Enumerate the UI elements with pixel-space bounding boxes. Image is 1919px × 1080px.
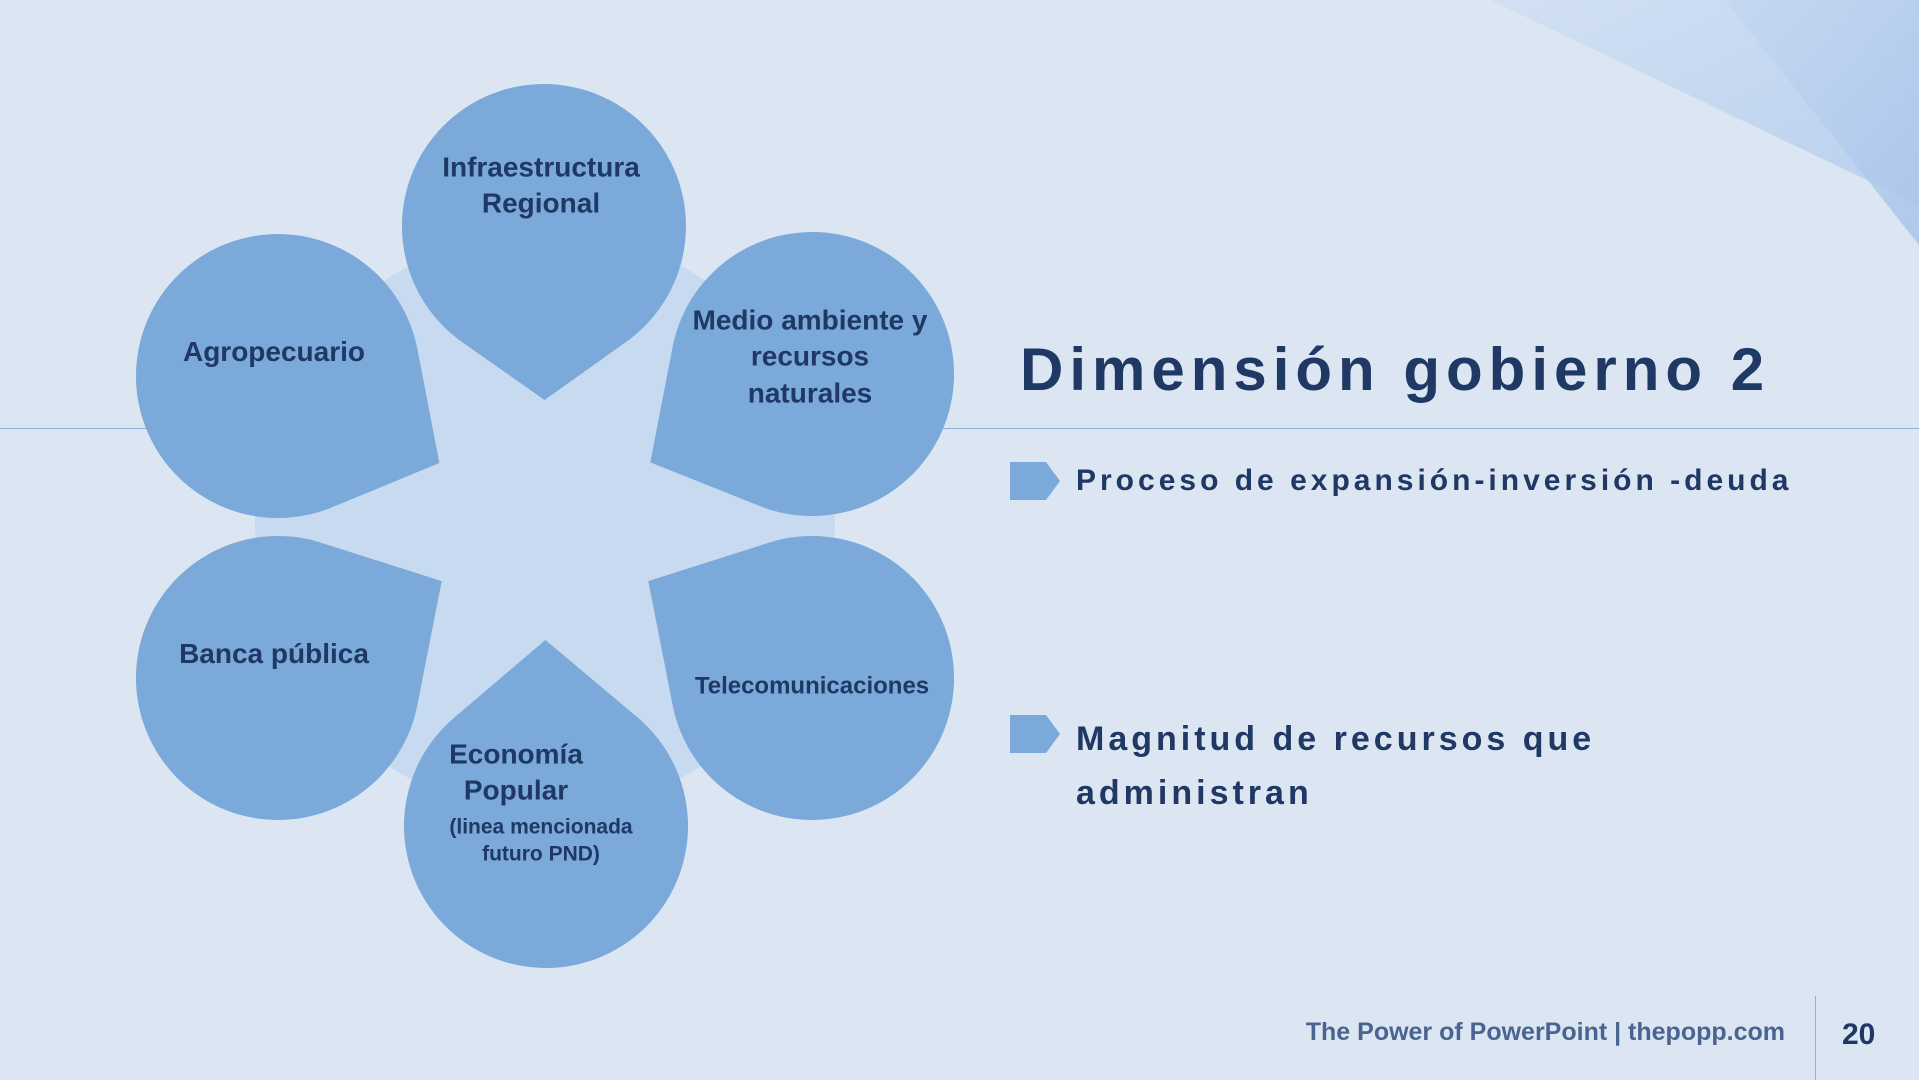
petal-label-medio-ambiente: Medio ambiente y recursos naturales — [692, 304, 928, 409]
petal-label-agropecuario: Agropecuario — [182, 335, 366, 367]
petal-economia-popular — [404, 640, 689, 968]
header-divider-line — [0, 428, 1919, 429]
bullet-item: Magnitud de recursos que administran — [1010, 713, 1636, 820]
petal-label-banca-publica: Banca pública — [179, 637, 369, 669]
petal-banca-publica — [135, 535, 442, 820]
pentagon-arrow-icon — [1010, 462, 1060, 500]
flower-diagram-shapes — [135, 84, 955, 968]
petal-agropecuario — [135, 234, 440, 519]
corner-triangle-light — [1490, 0, 1919, 205]
bullet-text: Proceso de expansión-inversión -deuda — [1076, 464, 1793, 497]
petal-label-economia-popular: Economía Popular (linea mencionada futur… — [449, 738, 633, 866]
bullet-item: Proceso de expansión-inversión -deuda — [1010, 460, 1792, 502]
pentagon-arrow-icon — [1010, 715, 1060, 753]
bullet-text: Magnitud de recursos que administran — [1076, 720, 1596, 812]
corner-triangle-dark — [1725, 0, 1919, 245]
footer-divider — [1815, 996, 1816, 1080]
petal-label-infraestructura: Infraestructura Regional — [442, 151, 640, 219]
petal-label-telecomunicaciones: Telecomunicaciones — [694, 672, 930, 700]
petal-telecomunicaciones — [648, 535, 955, 820]
footer-credit: The Power of PowerPoint | thepopp.com — [1305, 1018, 1785, 1046]
flower-diagram: Infraestructura Regional Medio ambiente … — [0, 0, 980, 1000]
petal-infraestructura — [401, 84, 686, 401]
page-number: 20 — [1842, 1018, 1876, 1051]
petal-medio-ambiente — [650, 232, 955, 517]
slide-title: Dimensión gobierno 2 — [1020, 336, 1771, 403]
